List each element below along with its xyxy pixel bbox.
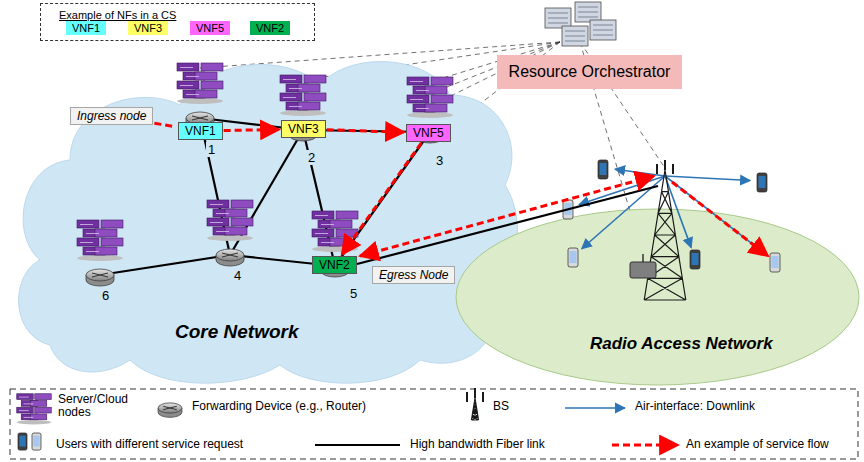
service-flow-connector xyxy=(224,129,279,130)
downlink-arrow xyxy=(665,176,750,181)
service-flow-connector xyxy=(342,143,421,255)
legend-entry: Forwarding Device (e.g., Router) xyxy=(192,400,366,413)
callout-number: 5 xyxy=(348,286,359,301)
vnf-box: VNF3 xyxy=(281,120,326,138)
callout-number-text: 3 xyxy=(434,153,445,168)
legend-samples xyxy=(17,388,678,450)
vnf-chip: VNF1 xyxy=(66,21,106,35)
legend-entry: High bandwidth Fiber link xyxy=(410,438,545,451)
vnf-chip: VNF2 xyxy=(250,21,290,35)
legend-text: Users with different service request xyxy=(56,438,243,451)
legend-frame xyxy=(10,389,858,459)
downlink-arrow xyxy=(579,176,665,205)
legend-text: High bandwidth Fiber link xyxy=(410,438,545,451)
node-text: VNF2 xyxy=(256,22,284,34)
server-router-site xyxy=(280,75,326,141)
bs-unit xyxy=(630,262,656,278)
vnf-box: VNF5 xyxy=(406,124,451,142)
server-router-site xyxy=(177,63,223,129)
legend-text: An example of service flow xyxy=(686,438,829,451)
orchestrator-servers xyxy=(545,2,616,46)
server-router-site xyxy=(77,220,123,286)
radio-access-network-ellipse: Radio Access Network xyxy=(455,208,860,386)
node-text: Resource Orchestrator xyxy=(509,63,671,81)
callout-number-text: 1 xyxy=(206,142,217,157)
service-flow-connector xyxy=(327,130,404,132)
legend-entry: An example of service flow xyxy=(686,438,829,451)
node-text: VNF5 xyxy=(413,126,444,140)
network-illustration xyxy=(77,63,453,286)
node-text: VNF5 xyxy=(196,22,224,34)
node-text: Radio Access Network xyxy=(590,334,773,354)
node-text: Ingress node xyxy=(77,109,146,123)
fiber-link xyxy=(335,132,430,266)
callout-number: 3 xyxy=(434,153,445,168)
ran-illustration xyxy=(357,160,780,300)
node-text: VNF2 xyxy=(319,258,350,272)
callout-number-text: 6 xyxy=(100,288,111,303)
node-text: Example of NFs in a CS xyxy=(59,9,176,21)
callout-number-text: 2 xyxy=(306,150,317,165)
legend-entry: BS xyxy=(493,400,509,413)
callout-number-text: 5 xyxy=(348,286,359,301)
vnf-box: VNF2 xyxy=(312,256,357,274)
callout-number: 2 xyxy=(306,150,317,165)
legend-text: BS xyxy=(493,400,509,413)
server-router-site xyxy=(207,200,253,266)
legend-entry: Users with different service request xyxy=(56,438,243,451)
callout-number: 1 xyxy=(206,142,217,157)
vnf-chip: VNF3 xyxy=(128,21,168,35)
ingress-label-box: Ingress node xyxy=(70,107,153,125)
vnf-box: VNF1 xyxy=(178,122,223,140)
core-network-cloud: Core Network Ingress nodeVNF1 VNF3 VNF5VNF2… xyxy=(10,45,525,390)
node-text: VNF3 xyxy=(134,22,162,34)
ran-outline xyxy=(455,208,860,386)
node-text: VNF3 xyxy=(288,122,319,136)
nf-example-box: Example of NFs in a CSVNF1 VNF3 VNF5 VNF2 xyxy=(40,3,315,41)
node-text: Core Network xyxy=(175,321,299,343)
service-flow-connector xyxy=(154,123,176,127)
server-router-site xyxy=(407,77,453,143)
callout-number: 6 xyxy=(100,288,111,303)
vnf-chip: VNF5 xyxy=(190,21,230,35)
legend-text: Forwarding Device (e.g., Router) xyxy=(192,400,366,413)
legend-text: Air-interface: Downlink xyxy=(635,400,755,413)
orchestrator-box: Resource Orchestrator xyxy=(497,55,682,89)
legend-entry: Air-interface: Downlink xyxy=(635,400,755,413)
node-text: VNF1 xyxy=(72,22,100,34)
egress-label-box: Egress Node xyxy=(372,266,455,284)
legend-text: Server/Cloud nodes xyxy=(58,393,138,419)
service-flow-arrow xyxy=(360,176,654,256)
legend-entry: Server/Cloud nodes xyxy=(58,393,138,419)
service-flow-arrow xyxy=(672,182,768,256)
callout-number: 4 xyxy=(232,268,243,283)
node-text: Egress Node xyxy=(379,268,448,282)
node-text: VNF1 xyxy=(185,124,216,138)
callout-number-text: 4 xyxy=(232,268,243,283)
fiber-link xyxy=(357,186,658,264)
